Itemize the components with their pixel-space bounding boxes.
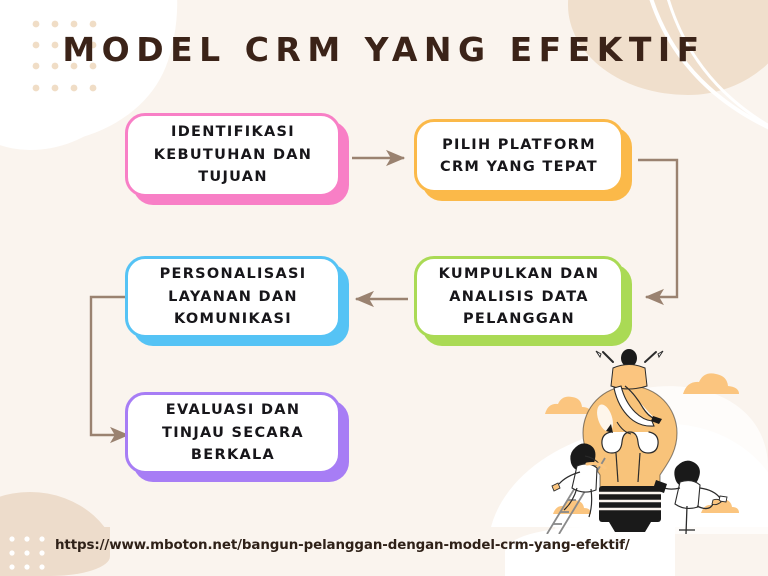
- flow-step-1[interactable]: IDENTIFIKASI KEBUTUHAN DAN TUJUAN: [125, 113, 341, 197]
- flow-step-2-label: PILIH PLATFORM CRM YANG TEPAT: [440, 136, 598, 175]
- person-on-bulb: [595, 349, 664, 435]
- flow-step-3-label: KUMPULKAN DAN ANALISIS DATA PELANGGAN: [438, 266, 600, 328]
- flow-step-5[interactable]: EVALUASI DAN TINJAU SECARA BERKALA: [125, 392, 341, 474]
- flow-step-1-label: IDENTIFIKASI KEBUTUHAN DAN TUJUAN: [153, 124, 313, 186]
- flow-step-3[interactable]: KUMPULKAN DAN ANALISIS DATA PELANGGAN: [414, 256, 624, 338]
- cloud-left: [545, 396, 591, 414]
- flow-step-4-label: PERSONALISASI LAYANAN DAN KOMUNIKASI: [159, 266, 307, 328]
- lightbulb-teamwork-illustration: [545, 349, 768, 534]
- footer-url[interactable]: https://www.mboton.net/bangun-pelanggan-…: [55, 538, 630, 553]
- connector-step4-to-step5: [89, 295, 130, 444]
- page-title: MODEL CRM YANG EFEKTIF: [62, 30, 706, 69]
- flow-step-5-label: EVALUASI DAN TINJAU SECARA BERKALA: [162, 402, 304, 464]
- flow-step-4[interactable]: PERSONALISASI LAYANAN DAN KOMUNIKASI: [125, 256, 341, 338]
- cloud-right: [683, 373, 739, 394]
- flow-step-2[interactable]: PILIH PLATFORM CRM YANG TEPAT: [414, 119, 624, 193]
- connector-step2-to-step3: [638, 158, 679, 306]
